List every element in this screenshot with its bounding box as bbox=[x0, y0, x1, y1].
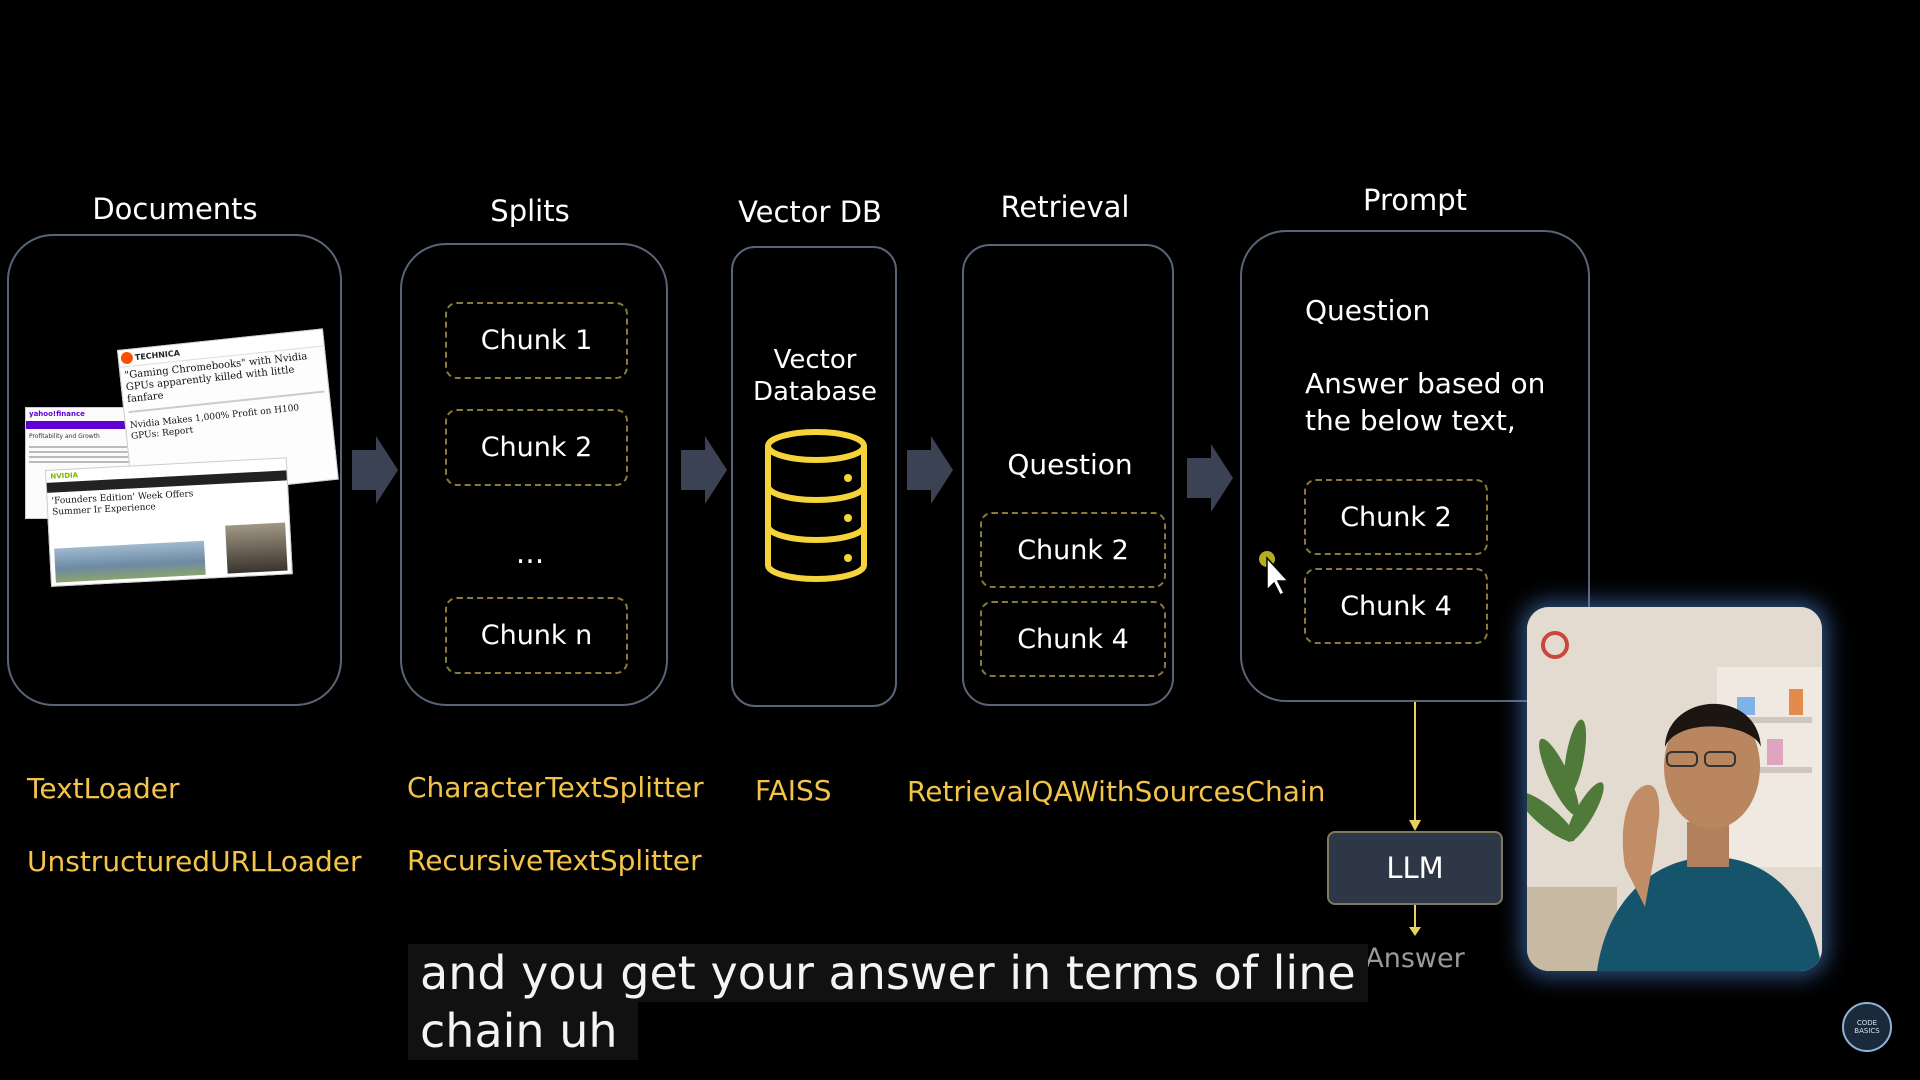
database-icon bbox=[765, 429, 867, 582]
prompt-instruction-line2: the below text, bbox=[1305, 404, 1516, 437]
presenter-video-frame bbox=[1527, 607, 1822, 971]
subtitle-line-1: and you get your answer in terms of line bbox=[408, 944, 1368, 1002]
news-card-nvidia: NVIDIA 'Founders Edition' Week Offers Su… bbox=[45, 457, 293, 587]
vectordb-label-line2: Database bbox=[752, 377, 878, 407]
library-retrievalqa-chain: RetrievalQAWithSourcesChain bbox=[907, 775, 1326, 808]
text-line bbox=[29, 451, 133, 453]
presenter-webcam bbox=[1527, 607, 1822, 971]
prompt-to-llm-arrow bbox=[1409, 702, 1421, 831]
prompt-panel bbox=[1240, 230, 1590, 702]
vectordb-label-line1: Vector bbox=[773, 345, 857, 375]
splits-title: Splits bbox=[490, 194, 570, 228]
split-chunk-2: Chunk 2 bbox=[445, 409, 628, 486]
retrieval-chunk-4: Chunk 4 bbox=[980, 601, 1166, 677]
subtitle-line-2: chain uh bbox=[408, 1002, 638, 1060]
news-person-photo bbox=[225, 522, 288, 574]
arrow-icon bbox=[681, 436, 727, 504]
prompt-question: Question bbox=[1305, 294, 1431, 327]
retrieval-title: Retrieval bbox=[1000, 190, 1130, 224]
retrieval-panel bbox=[962, 244, 1174, 706]
prompt-title: Prompt bbox=[1362, 183, 1468, 217]
yahoo-section: Profitability and Growth bbox=[29, 433, 100, 440]
split-chunk-n: Chunk n bbox=[445, 597, 628, 674]
arrow-icon bbox=[907, 436, 953, 504]
arrow-icon bbox=[1187, 444, 1233, 512]
answer-label: Answer bbox=[1365, 943, 1465, 974]
library-faiss: FAISS bbox=[755, 774, 832, 807]
split-chunk-1: Chunk 1 bbox=[445, 302, 628, 379]
prompt-instruction-line1: Answer based on bbox=[1305, 367, 1546, 400]
text-line bbox=[29, 446, 133, 448]
yahoo-logo: yahoo!finance bbox=[29, 410, 85, 418]
prompt-chunk-2: Chunk 2 bbox=[1304, 479, 1488, 555]
ars-logo bbox=[120, 351, 134, 365]
text-line bbox=[29, 456, 133, 458]
news-collage: yahoo!finance Profitability and Growth T… bbox=[25, 328, 339, 590]
documents-title: Documents bbox=[92, 192, 258, 226]
library-recursivetextsplitter: RecursiveTextSplitter bbox=[407, 844, 702, 877]
arrow-icon bbox=[352, 436, 398, 504]
codebasics-logo: CODE BASICS bbox=[1842, 1002, 1892, 1052]
documents-panel bbox=[7, 234, 342, 706]
retrieval-question: Question bbox=[1007, 448, 1133, 481]
library-textloader: TextLoader bbox=[27, 772, 180, 805]
retrieval-chunk-2: Chunk 2 bbox=[980, 512, 1166, 588]
llm-box: LLM bbox=[1327, 831, 1503, 905]
text-line bbox=[29, 461, 133, 463]
prompt-chunk-4: Chunk 4 bbox=[1304, 568, 1488, 644]
news-photo bbox=[54, 540, 206, 583]
splits-panel bbox=[400, 243, 668, 706]
yahoo-nav bbox=[26, 421, 136, 429]
codebasics-logo-text: CODE BASICS bbox=[1854, 1019, 1880, 1035]
ars-site-name: TECHNICA bbox=[134, 347, 181, 362]
llm-to-answer-arrow bbox=[1409, 905, 1421, 936]
library-unstructuredurlloader: UnstructuredURLLoader bbox=[27, 845, 362, 878]
split-ellipsis: ... bbox=[515, 536, 545, 571]
mouse-cursor-icon bbox=[1259, 551, 1290, 596]
llm-label: LLM bbox=[1386, 851, 1444, 885]
library-charactertextsplitter: CharacterTextSplitter bbox=[407, 771, 704, 804]
vectordb-title: Vector DB bbox=[738, 195, 882, 229]
vectordb-panel bbox=[731, 246, 897, 707]
